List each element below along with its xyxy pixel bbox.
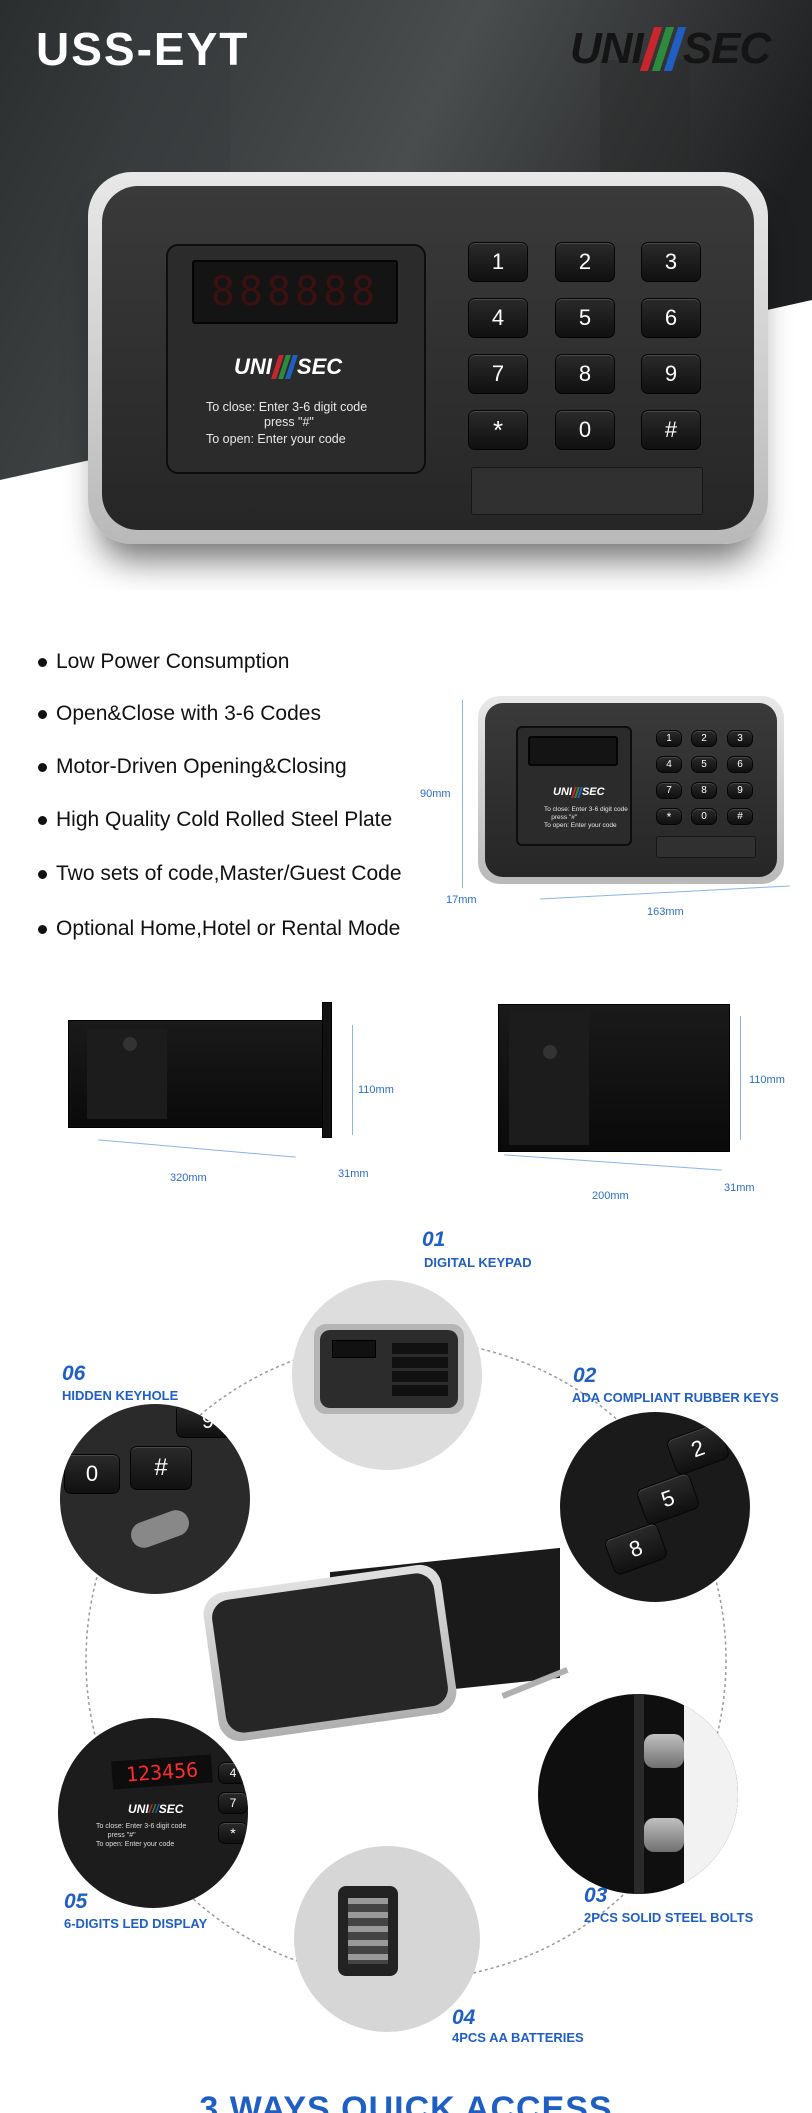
feature-item: Open&Close with 3-6 Codes [38, 702, 321, 726]
section-title-quick-access: 3 WAYS QUICK ACCESS [199, 2090, 613, 2113]
feature-text: Two sets of code,Master/Guest Code [56, 862, 402, 885]
bullet-icon [38, 815, 47, 825]
bullet-icon [38, 657, 47, 667]
keypad-panel-image: 888888 UNI SEC To close: Enter 3-6 digit… [88, 172, 768, 544]
box2-height-label: 110mm [749, 1074, 785, 1086]
lock-center-image [200, 1547, 590, 1744]
key-1: 1 [468, 242, 528, 282]
feature-item: Two sets of code,Master/Guest Code [38, 862, 402, 886]
box1-depth-label: 31mm [338, 1168, 369, 1180]
box2-depth-label: 31mm [724, 1182, 755, 1194]
close-instruction-press: press "#" [264, 415, 314, 429]
batteries-closeup [294, 1846, 480, 2032]
closeup-key: 9 [176, 1404, 240, 1438]
lock-box-320 [68, 1020, 328, 1128]
panel-brand-right: SEC [296, 354, 343, 379]
feature-item: High Quality Cold Rolled Steel Plate [38, 808, 392, 832]
highlight-05-label: 6-DIGITS LED DISPLAY [64, 1916, 208, 1931]
feature-item: Optional Home,Hotel or Rental Mode [38, 917, 400, 941]
closeup-key: 0 [64, 1454, 120, 1494]
led-digits: 123456 [111, 1754, 213, 1790]
card-slot [471, 467, 703, 515]
closeup-key: 8 [603, 1521, 669, 1577]
brand-logo-right: SEC [682, 24, 771, 73]
highlight-06-label: HIDDEN KEYHOLE [62, 1388, 179, 1403]
closeup-key: 7 [218, 1792, 248, 1814]
key-6: 6 [641, 298, 701, 338]
hidden-keyhole-closeup: 9 0 # [60, 1404, 250, 1594]
key-8: 8 [555, 354, 615, 394]
open-instruction: To open: Enter your code [206, 432, 346, 446]
digital-keypad-closeup [292, 1280, 482, 1470]
rubber-keys-closeup: 2 5 8 [560, 1412, 750, 1602]
feature-item: Low Power Consumption [38, 650, 289, 674]
brand-logo-left: UNI [570, 24, 644, 73]
panel-brand-left: UNI [234, 354, 272, 379]
key-7: 7 [468, 354, 528, 394]
highlight-02-label: ADA COMPLIANT RUBBER KEYS [572, 1390, 779, 1405]
highlight-01-number: 01 [422, 1228, 446, 1251]
key-hash: # [641, 410, 701, 450]
highlight-02-number: 02 [573, 1364, 597, 1387]
box1-width-label: 320mm [170, 1172, 207, 1184]
panel-width-label: 163mm [647, 906, 684, 918]
led-display-closeup: 123456 4 7 * UNI///SEC To close: Enter 3… [58, 1718, 248, 1908]
bullet-icon [38, 762, 47, 772]
steel-bolts-closeup [538, 1694, 738, 1894]
lock-box-200 [498, 1004, 730, 1152]
highlight-04-label: 4PCS AA BATTERIES [452, 2030, 584, 2045]
hero-section: USS-EYT UNI SEC 888888 UNI SEC To close:… [0, 0, 812, 590]
key-5: 5 [555, 298, 615, 338]
highlight-05-number: 05 [64, 1890, 88, 1913]
feature-text: High Quality Cold Rolled Steel Plate [56, 808, 393, 831]
panel-brand-logo: UNI SEC [234, 354, 342, 380]
closeup-key: * [218, 1822, 248, 1844]
closeup-key: 4 [218, 1762, 248, 1784]
box1-height-label: 110mm [358, 1084, 394, 1096]
bullet-icon [38, 924, 47, 934]
feature-text: Motor-Driven Opening&Closing [56, 755, 347, 778]
highlight-04-number: 04 [452, 2006, 476, 2029]
highlight-06-number: 06 [62, 1362, 86, 1385]
highlight-03-label: 2PCS SOLID STEEL BOLTS [584, 1910, 754, 1925]
closeup-key: 2 [665, 1421, 731, 1477]
key-9: 9 [641, 354, 701, 394]
feature-item: Motor-Driven Opening&Closing [38, 755, 347, 779]
panel-depth-label: 17mm [446, 894, 477, 906]
key-2: 2 [555, 242, 615, 282]
product-title: USS-EYT [36, 23, 250, 75]
brand-stripes [639, 27, 686, 71]
key-0: 0 [555, 410, 615, 450]
highlight-01-label: DIGITAL KEYPAD [424, 1255, 532, 1270]
key-4: 4 [468, 298, 528, 338]
closeup-key: 5 [635, 1471, 701, 1527]
feature-text: Low Power Consumption [56, 650, 290, 673]
closeup-key: # [130, 1446, 192, 1490]
key-star: * [468, 410, 528, 450]
key-3: 3 [641, 242, 701, 282]
panel-height-label: 90mm [420, 788, 451, 800]
bullet-icon [38, 709, 47, 719]
bullet-icon [38, 869, 47, 879]
close-instruction: To close: Enter 3-6 digit code [206, 400, 368, 414]
led-display: 888888 [192, 260, 398, 324]
feature-text: Open&Close with 3-6 Codes [56, 702, 321, 725]
box2-width-label: 200mm [592, 1190, 629, 1202]
brand-logo: UNI SEC [570, 24, 771, 74]
highlight-03-number: 03 [584, 1884, 608, 1907]
feature-text: Optional Home,Hotel or Rental Mode [56, 917, 401, 940]
